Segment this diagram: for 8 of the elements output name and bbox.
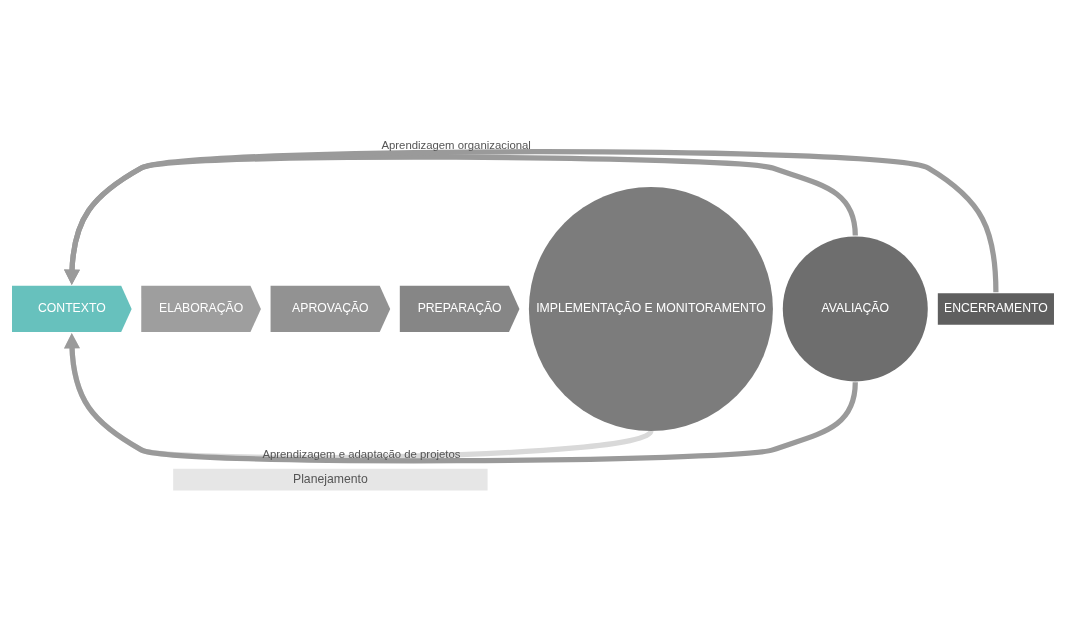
node-circle: AVALIAÇÃO [782,236,928,382]
node-box: Planejamento [173,468,488,491]
arrow [63,154,858,285]
arrow [63,149,999,293]
node-circle: IMPLEMENTAÇÃO E MONITORAMENTO [528,186,773,431]
edge-label: Aprendizagem e adaptação de projetos [262,447,461,460]
node-box: ENCERRAMENTO [937,293,1054,325]
edge-label: Aprendizagem organizacional [381,138,531,151]
